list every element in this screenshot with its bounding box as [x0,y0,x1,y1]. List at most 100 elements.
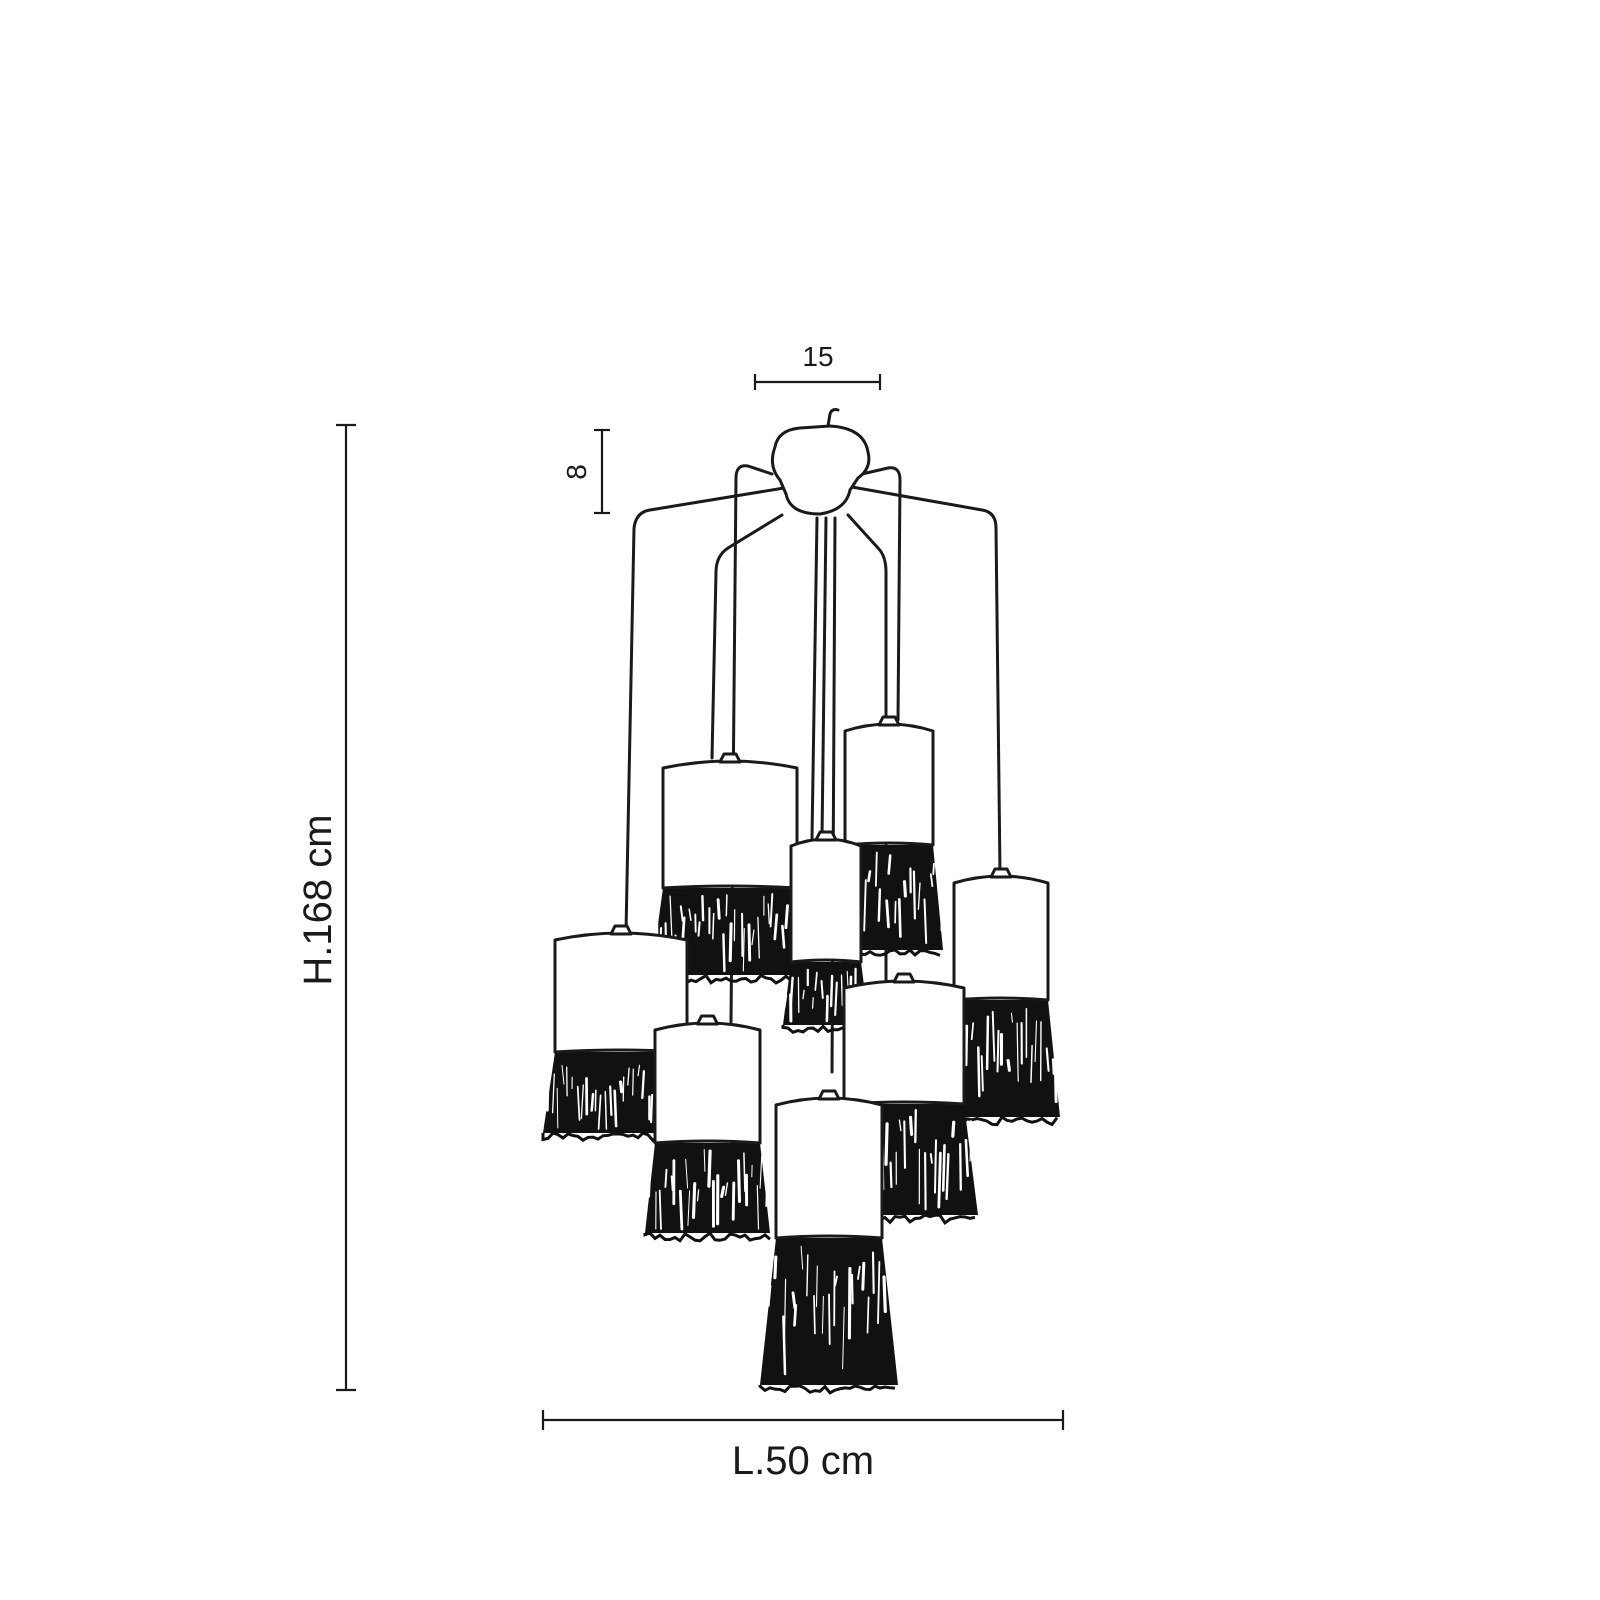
fringe-fiber [887,854,892,875]
fringe-fiber [945,1152,950,1201]
fringe-fiber [1030,1044,1033,1083]
fringe-fiber [687,1190,691,1226]
fringe-fiber [782,994,788,1010]
fringe-fiber [759,1287,763,1342]
fringe-fiber [1045,1047,1050,1072]
shade-cap [817,1089,841,1101]
fringe-fiber [697,921,701,937]
shade-body [661,759,799,890]
fringe-fiber [742,927,745,972]
fringe-fiber [647,1159,652,1198]
fringe-fiber [929,873,934,888]
fringe-fiber [996,1029,1000,1073]
fringe-fiber [828,1293,831,1345]
fringe-fiber [737,1159,741,1203]
fringe-fiber [641,1070,646,1100]
fringe-fiber [769,893,774,928]
fringe-fiber [937,1151,942,1209]
fringe-fiber [821,1295,824,1334]
fringe-fiber [546,1066,550,1112]
fringe-fiber [877,888,882,922]
fringe-fiber [722,933,726,973]
length-dimension: L.50 cm [541,1410,1065,1483]
fringe-fiber [765,1248,771,1264]
fringe-fiber [688,908,692,922]
fringe-fiber [773,913,779,941]
fringe-fiber [759,1155,763,1189]
fringe-fiber [580,1084,584,1120]
fringe-fiber [670,1175,674,1191]
fringe-fiber [1051,1058,1056,1075]
fringe-skirt [645,1143,770,1233]
fringe-fiber [724,1182,729,1196]
fringe-fiber [712,912,715,940]
fringe-fiber [834,981,838,1017]
fringe-fiber [908,1115,914,1136]
fringe-fiber [613,1089,618,1128]
fringe-fiber [756,1184,760,1230]
height-label: H.168 cm [296,814,340,985]
fringe-fiber [964,1138,970,1178]
fringe-fiber [637,1064,641,1077]
fringe-fiber [627,1067,630,1086]
fringe-fiber [912,870,917,920]
shade-cap [814,830,838,842]
fringe-fiber [681,916,686,941]
shade-cap [877,715,901,727]
fringe-fiber [561,1064,565,1085]
pendant-shade [758,1089,898,1395]
fringe-fiber [618,1080,624,1094]
fringe-fiber [1010,1012,1014,1023]
fringe-fiber [903,1120,907,1169]
fringe-fiber [991,1010,996,1062]
canopy-width-dimension: 15 [753,341,882,390]
fringe-fiber [825,994,829,1023]
fringe-fiber [597,1094,602,1130]
fringe-fiber [696,1189,700,1202]
shade-cap [892,972,916,984]
fringe-fiber [643,1185,648,1220]
fringe-fiber [650,917,654,932]
shade-body [843,722,935,847]
fringe-fiber [782,1315,787,1376]
fringe-fiber [813,1295,816,1335]
canopy-height-dimension: 8 [561,428,610,515]
fringe-fiber [867,870,872,883]
canopy-height-label: 8 [561,464,592,480]
fringe-fiber [891,1269,895,1321]
fringe-fiber [1034,1020,1038,1063]
fringe-fiber [897,897,902,938]
fringe-fiber [929,1153,933,1164]
fringe-fiber [877,1261,881,1325]
fringe-fiber [889,1161,893,1189]
shade-cap [609,924,633,936]
fringe-fiber [806,1254,809,1297]
fringe-fiber [590,1092,595,1112]
fringe-fiber [576,1085,581,1121]
fringe-fiber [985,1015,990,1071]
pendant-shade [940,867,1060,1127]
fringe-fiber [751,929,755,946]
fringe-fiber [679,905,684,922]
fringe-fiber [934,1139,937,1194]
fringe-fiber [669,895,673,942]
fringe-fiber [941,1144,946,1192]
shade-body [653,1021,762,1145]
fringe-fiber [884,1122,889,1166]
fringe-fiber [793,1303,798,1327]
fringe-fiber [834,1275,838,1287]
fringe-fiber [720,1185,726,1199]
fringe-fiber [728,922,733,963]
fringe-fiber [551,1073,555,1114]
height-dimension: H.168 cm [296,423,356,1392]
fringe-fiber [840,974,843,1006]
fringe-fiber [923,898,928,944]
fringe-fiber [757,916,760,959]
fringe-fiber [898,1119,902,1132]
fringe-fiber [857,1265,861,1280]
fringe-fiber [847,1266,852,1340]
fringe-fiber [917,882,921,910]
fringe-fiber [973,1154,976,1170]
ceiling-canopy [770,408,871,516]
